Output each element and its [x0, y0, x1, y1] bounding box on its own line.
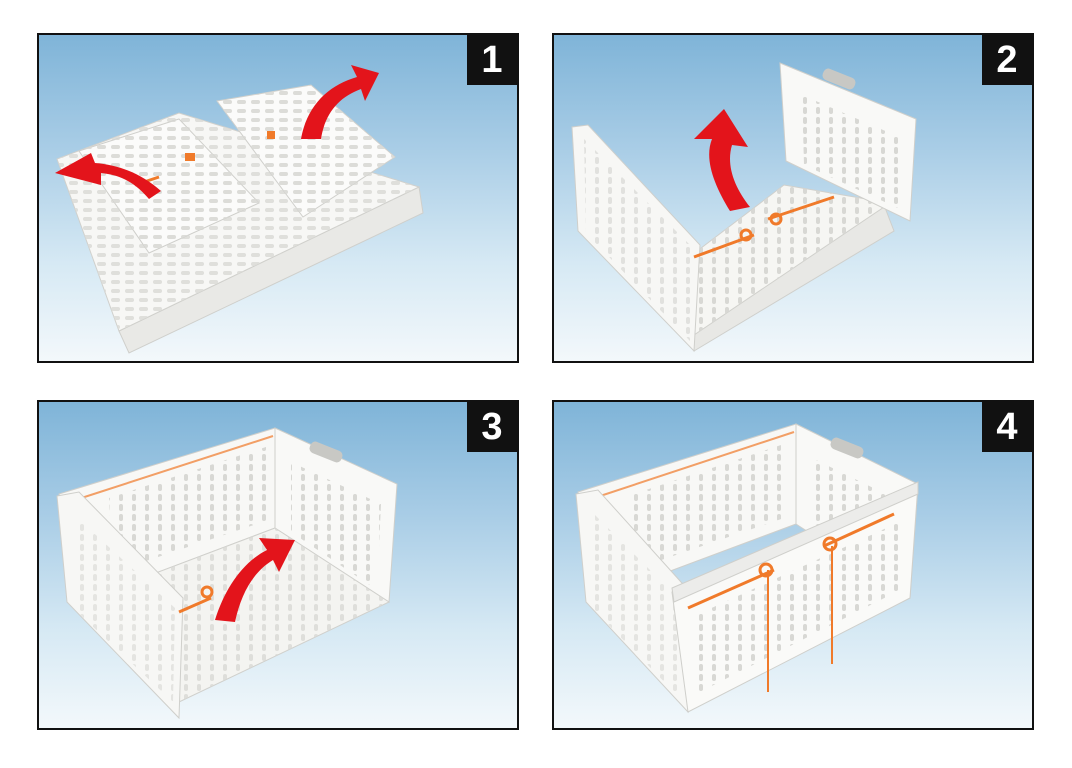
- step-number-badge: 1: [467, 35, 517, 85]
- curved-arrow-icon: [55, 153, 161, 199]
- folded-crate-illustration: [55, 65, 424, 354]
- step-panel-2: 2: [552, 33, 1034, 363]
- step-number-badge: 2: [982, 35, 1032, 85]
- step-number-badge: 3: [467, 402, 517, 452]
- curved-arrow-icon: [301, 65, 379, 139]
- curved-arrow-icon: [694, 109, 750, 211]
- step-panel-3: 3: [37, 400, 519, 730]
- assembled-crate-illustration: [575, 423, 919, 714]
- nearly-assembled-crate-illustration: [56, 427, 398, 720]
- half-unfolded-crate-illustration: [571, 62, 917, 353]
- step-panel-1: 1: [37, 33, 519, 363]
- step-panel-4: 4: [552, 400, 1034, 730]
- step-number-badge: 4: [982, 402, 1032, 452]
- curved-arrow-icon: [215, 538, 295, 622]
